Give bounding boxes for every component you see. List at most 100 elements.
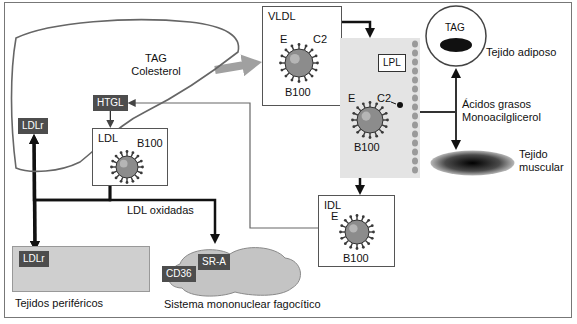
apoprotein-knob — [115, 177, 118, 180]
apoprotein-knob — [371, 237, 374, 240]
apoprotein-knob — [367, 242, 370, 245]
fat-droplet — [440, 38, 472, 52]
apoprotein-knob — [356, 106, 359, 109]
lipoprotein-particle — [339, 214, 375, 250]
apoprotein-knob — [362, 135, 365, 138]
receptor-box: LDLr — [19, 251, 49, 267]
apoprotein-knob — [132, 180, 135, 183]
endothelial-cell — [412, 121, 418, 128]
endothelial-cell — [412, 67, 418, 74]
lipoprotein-particle — [351, 101, 389, 139]
apoprotein-knob — [349, 246, 352, 249]
apoprotein-knob — [311, 49, 314, 52]
node-label: C2 — [377, 92, 391, 105]
apoprotein-knob — [352, 112, 355, 115]
apoprotein-knob — [115, 155, 118, 158]
endothelial-cell — [412, 157, 418, 164]
lipoprotein-box: LDLB100 — [92, 128, 168, 186]
lipoprotein-particle — [279, 43, 319, 83]
apoprotein-knob — [356, 131, 359, 134]
node-label: VLDL — [268, 10, 296, 23]
apoprotein-knob — [305, 79, 308, 82]
apoprotein-knob — [140, 172, 143, 175]
connector — [110, 186, 215, 236]
endothelial-cell — [412, 148, 418, 155]
particle-shine — [290, 54, 300, 64]
particle-shine — [362, 112, 371, 121]
connector — [420, 76, 456, 112]
endothelial-cell — [412, 58, 418, 65]
apoprotein-knob — [132, 151, 135, 154]
apoprotein-knob — [369, 136, 372, 139]
apoprotein-knob — [137, 177, 140, 180]
apoprotein-knob — [385, 112, 388, 115]
edge-label: LDL oxidadas — [126, 204, 195, 217]
apoprotein-knob — [315, 55, 318, 58]
particle-core — [285, 49, 313, 77]
apoprotein-knob — [386, 119, 389, 122]
apoprotein-knob — [340, 224, 343, 227]
apoprotein-knob — [111, 172, 114, 175]
endothelial-cell — [412, 103, 418, 110]
apoprotein-knob — [281, 55, 284, 58]
apoprotein-knob — [291, 45, 294, 48]
node-label: B100 — [354, 141, 380, 154]
connector — [359, 178, 362, 187]
connector — [110, 111, 111, 121]
apoprotein-knob — [362, 246, 365, 249]
node-label: LDLr — [22, 120, 44, 131]
phagocyte-cell: Sistema mononuclear fagocíticoCD36SR-A — [160, 244, 305, 296]
endothelial-cell — [412, 130, 418, 137]
endothelial-cell — [412, 166, 418, 173]
peripheral-tissue: Tejidos periféricosLDLr — [12, 246, 150, 292]
tissue-caption: Tejidos periféricos — [15, 297, 103, 310]
apoprotein-knob — [141, 166, 144, 169]
particle-core — [345, 220, 369, 244]
apoprotein-knob — [372, 231, 375, 234]
endothelial-cell — [412, 139, 418, 146]
lipoprotein-particle — [110, 150, 144, 184]
endothelial-cell — [412, 40, 418, 47]
node-label: CD36 — [166, 268, 192, 279]
apoprotein-knob — [344, 242, 347, 245]
endothelial-cell — [412, 94, 418, 101]
node-label: HTGL — [97, 97, 124, 108]
node-label: SR-A — [202, 256, 226, 267]
tissue-caption: Tejido muscular — [519, 148, 569, 174]
apoprotein-knob — [349, 215, 352, 218]
apoprotein-knob — [298, 43, 301, 46]
released-apoprotein — [397, 102, 403, 108]
endothelial-cell — [412, 112, 418, 119]
tissue-caption: Tejido adiposo — [486, 46, 556, 59]
node-label: B100 — [343, 252, 369, 265]
picture-frame — [5, 3, 572, 318]
node-label: B100 — [285, 86, 311, 99]
apoprotein-knob — [311, 75, 314, 78]
apoprotein-knob — [279, 62, 282, 65]
apoprotein-knob — [291, 79, 294, 82]
apoprotein-knob — [369, 101, 372, 104]
endothelial-cell — [412, 49, 418, 56]
connector — [342, 22, 370, 30]
node-label: E — [280, 33, 287, 46]
apoprotein-knob — [298, 80, 301, 83]
node-label: TAG Colesterol — [126, 52, 186, 78]
node-label: E — [331, 210, 338, 223]
apoprotein-knob — [352, 125, 355, 128]
lipoprotein-box: IDLEB100 — [318, 195, 395, 267]
lipoprotein-box: VLDLEC2B100 — [262, 6, 342, 106]
tissue-caption: Sistema mononuclear fagocítico — [164, 298, 321, 311]
apoprotein-knob — [140, 160, 143, 163]
particle-shine — [120, 160, 128, 168]
apoprotein-knob — [351, 119, 354, 122]
apoprotein-knob — [340, 237, 343, 240]
muscle-tissue: Tejido muscular — [430, 150, 515, 176]
apoprotein-knob — [126, 181, 129, 184]
apoprotein-knob — [356, 247, 359, 250]
release-mark — [391, 102, 396, 104]
muscle-fiber — [431, 151, 515, 176]
apoprotein-knob — [316, 62, 319, 65]
apoprotein-knob — [285, 49, 288, 52]
apoprotein-knob — [344, 219, 347, 222]
